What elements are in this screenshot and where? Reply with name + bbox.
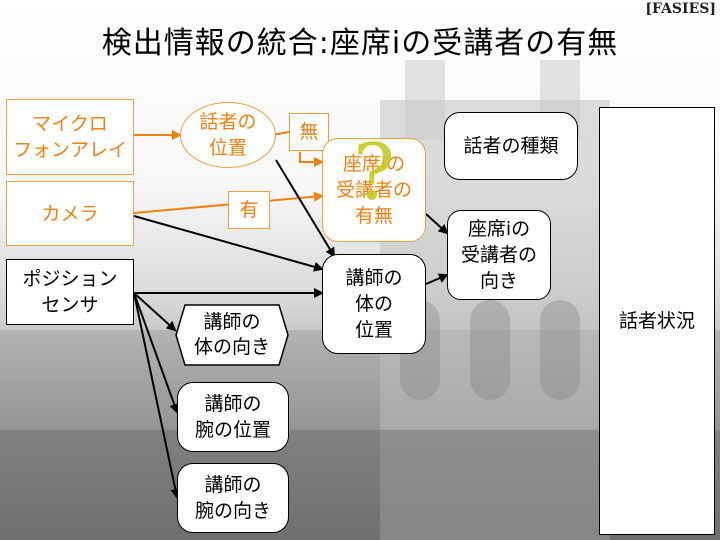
edge-position-sensor-to-arm-position bbox=[133, 292, 179, 414]
node-speaker-status: 話者状況 bbox=[599, 107, 715, 535]
edge-body-position-to-student-direction bbox=[425, 273, 449, 285]
page-title: 検出情報の統合:座席iの受講者の有無 bbox=[101, 26, 619, 61]
question-mark: ? bbox=[353, 128, 395, 218]
sensor-microphone-array: マイクロ フォンアレイ bbox=[6, 99, 134, 175]
edge-label-none: 無 bbox=[289, 113, 329, 151]
node-lecturer-arm-direction: 講師の 腕の向き bbox=[177, 463, 289, 533]
node-speaker-position: 話者の 位置 bbox=[180, 102, 276, 168]
sensor-position: ポジション センサ bbox=[6, 259, 134, 325]
node-lecturer-body-position: 講師の 体の 位置 bbox=[322, 254, 426, 354]
source-tag: [FASIES] bbox=[645, 1, 716, 17]
edge-label-exists: 有 bbox=[228, 191, 270, 229]
node-lecturer-body-direction-label: 講師の 体の向き bbox=[193, 311, 270, 358]
node-speaker-type: 話者の種類 bbox=[444, 112, 578, 180]
edge-camera-to-body-position bbox=[133, 215, 324, 272]
node-presence: 座席iの 受講者の 有無 bbox=[322, 138, 426, 242]
node-lecturer-body-direction: 講師の 体の向き bbox=[175, 304, 289, 366]
edge-position-sensor-to-arm-direction bbox=[133, 292, 181, 499]
node-student-direction: 座席iの 受講者の 向き bbox=[447, 210, 551, 300]
edge-speaker-position-to-body-position bbox=[275, 159, 336, 258]
node-lecturer-arm-position: 講師の 腕の位置 bbox=[177, 382, 289, 452]
edge-presence-to-student-direction bbox=[425, 213, 449, 235]
edge-position-sensor-to-body-direction bbox=[133, 292, 177, 332]
sensor-camera: カメラ bbox=[6, 181, 134, 246]
edge-none-to-presence bbox=[299, 152, 324, 167]
